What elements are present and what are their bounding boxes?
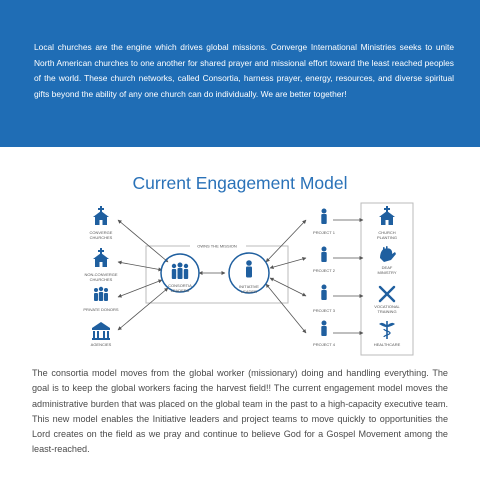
- church-icon: [93, 248, 109, 267]
- source-label: CHURCHES: [90, 277, 113, 282]
- mission-label: OWNS THE MISSION: [197, 244, 237, 249]
- arrow-project-1: [265, 219, 307, 263]
- arrow-project-2: [269, 257, 307, 269]
- source-label: NON-CONVERGE: [84, 272, 117, 277]
- consortia-label: LEADERS: [171, 288, 190, 293]
- caduceus-icon: [379, 321, 395, 339]
- outcome-label: DEAF: [382, 265, 393, 270]
- arrow-converge: [117, 219, 169, 263]
- consortia-circle: [160, 253, 200, 293]
- arrow-donors: [117, 279, 163, 298]
- person-icon: [246, 260, 252, 278]
- source-label: AGENCIES: [91, 342, 112, 347]
- leaders-group-icon: [171, 262, 189, 279]
- outcomes-box: [360, 202, 414, 356]
- sign-language-icon: [380, 246, 396, 262]
- engagement-model-diagram: OWNS THE MISSION: [0, 198, 480, 358]
- project-label: PROJECT 4: [313, 342, 336, 347]
- donors-group-icon: [94, 286, 108, 301]
- tools-icon: [378, 285, 396, 303]
- person-icon: [321, 284, 327, 300]
- outcome-label: CHURCH: [378, 230, 395, 235]
- initiative-label: LEADER: [241, 289, 257, 294]
- person-icon: [321, 320, 327, 336]
- arrow-agencies: [117, 287, 169, 331]
- initiative-label: INITIATIVE: [239, 284, 259, 289]
- church-icon: [93, 206, 109, 225]
- mission-box: [145, 245, 289, 304]
- consortia-label: CONSORTIA: [168, 283, 192, 288]
- source-label: CHURCHES: [90, 235, 113, 240]
- outcome-label: TRAINING: [377, 309, 396, 314]
- initiative-circle: [228, 252, 270, 294]
- diagram-title: Current Engagement Model: [132, 173, 348, 193]
- source-label: CONVERGE: [90, 230, 113, 235]
- source-label: PRIVATE DONORS: [83, 307, 119, 312]
- person-icon: [321, 246, 327, 262]
- outcome-label: PLANTING: [377, 235, 397, 240]
- intro-paragraph: Local churches are the engine which driv…: [34, 42, 454, 99]
- church-icon: [379, 206, 395, 225]
- project-label: PROJECT 2: [313, 268, 336, 273]
- outcome-label: MINISTRY: [377, 270, 396, 275]
- outcome-label: HEALTHCARE: [374, 342, 401, 347]
- outcome-label: VOCATIONAL: [374, 304, 400, 309]
- project-label: PROJECT 3: [313, 308, 336, 313]
- arrow-nonconverge: [117, 260, 163, 272]
- arrow-project-4: [265, 283, 307, 334]
- person-icon: [321, 208, 327, 224]
- closing-paragraph: The consortia model moves from the globa…: [32, 368, 448, 455]
- agency-building-icon: [92, 322, 110, 340]
- project-label: PROJECT 1: [313, 230, 336, 235]
- intro-banner: Local churches are the engine which driv…: [0, 0, 480, 147]
